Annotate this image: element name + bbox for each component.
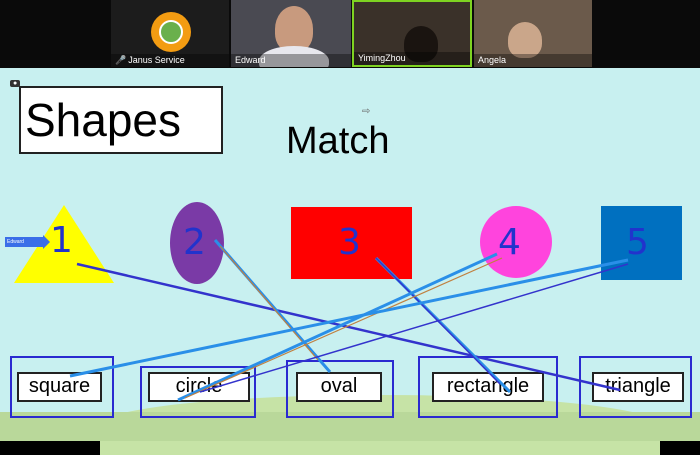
- video-feed: [404, 26, 438, 62]
- participant-tile[interactable]: 🎤Janus Service: [111, 0, 229, 67]
- shape-number: 1: [50, 220, 73, 261]
- participant-name: YimingZhou: [358, 53, 406, 63]
- word-label[interactable]: circle: [148, 372, 250, 402]
- shape-number: 2: [183, 222, 206, 263]
- word-label[interactable]: square: [17, 372, 102, 402]
- slide-subtitle: Match: [286, 120, 390, 162]
- cursor-icon: ⇨: [362, 106, 371, 117]
- share-indicator: ●: [10, 80, 21, 87]
- shape-number: 3: [338, 222, 361, 263]
- participant-name: Edward: [235, 55, 266, 65]
- pointer-arrow-tag: Edward: [5, 235, 50, 249]
- word-label[interactable]: rectangle: [432, 372, 544, 402]
- participant-strip: 🎤Janus Service Edward YimingZhou Angela: [0, 0, 700, 68]
- shape-number: 5: [626, 222, 649, 263]
- participant-tile-active-speaker[interactable]: YimingZhou: [352, 0, 472, 67]
- video-feed: [275, 6, 313, 52]
- video-feed: [508, 22, 542, 58]
- shape-number: 4: [498, 222, 521, 263]
- participant-tile[interactable]: Angela: [474, 0, 592, 67]
- word-label[interactable]: triangle: [592, 372, 684, 402]
- participant-tile[interactable]: Edward: [231, 0, 351, 67]
- muted-mic-icon: 🎤: [115, 55, 127, 65]
- word-label[interactable]: oval: [296, 372, 382, 402]
- video-feed: [259, 46, 329, 67]
- participant-name: Janus Service: [128, 55, 185, 65]
- slide-title: Shapes: [19, 86, 223, 154]
- participant-name: Angela: [478, 55, 507, 65]
- logo-icon: [151, 12, 191, 52]
